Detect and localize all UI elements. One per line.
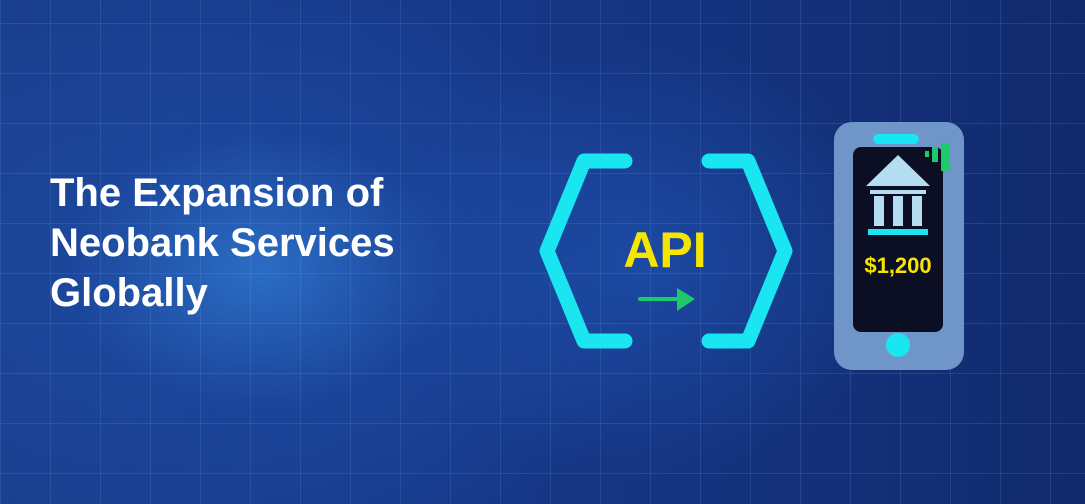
- phone-speaker: [873, 134, 919, 144]
- api-label: API: [623, 222, 707, 278]
- headline-line-1: The Expansion of: [50, 171, 384, 215]
- headline-line-3: Globally: [50, 271, 208, 315]
- headline: The Expansion of Neobank Services Global…: [50, 168, 490, 318]
- signal-bars-icon: [925, 143, 950, 171]
- angle-bracket-left-icon: [539, 153, 633, 349]
- headline-line-2: Neobank Services: [50, 221, 395, 265]
- balance-amount: $1,200: [864, 253, 932, 278]
- arrow-right-icon: [638, 288, 695, 311]
- smartphone: [834, 122, 964, 370]
- home-button-icon: [886, 333, 910, 357]
- angle-bracket-right-icon: [701, 153, 793, 349]
- bank-icon: [866, 155, 930, 235]
- api-bracket-group: [539, 153, 793, 349]
